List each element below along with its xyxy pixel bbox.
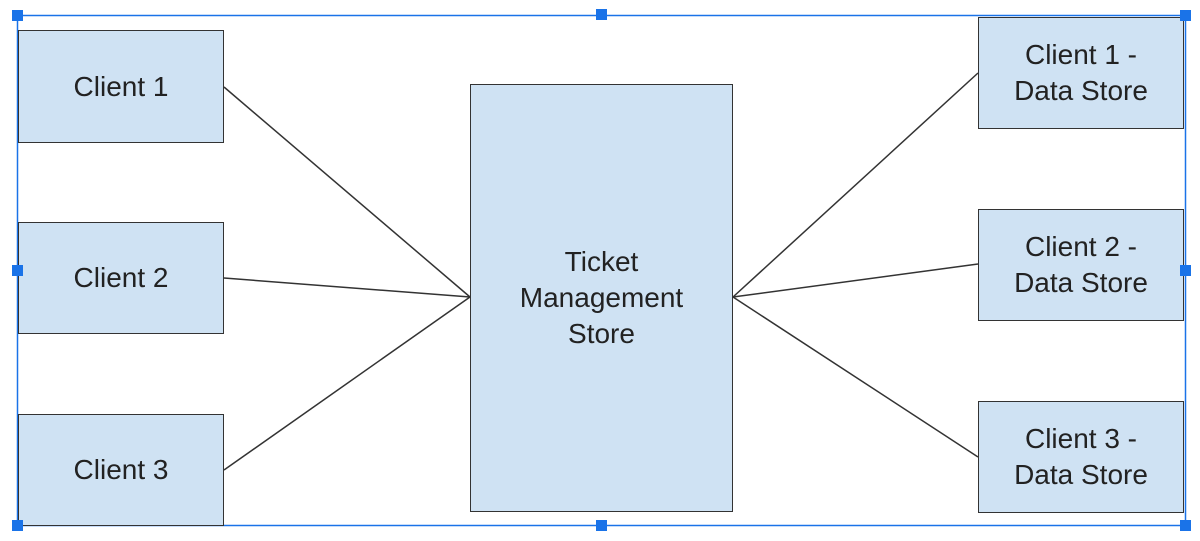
client-3-box[interactable]: Client 3 — [18, 414, 224, 526]
client-2-label: Client 2 — [73, 262, 169, 293]
client-3-data-store-box[interactable]: Client 3 - Data Store — [978, 401, 1184, 513]
resize-handle-top-center[interactable] — [596, 9, 607, 20]
client-2-data-store-box[interactable]: Client 2 - Data Store — [978, 209, 1184, 321]
ticket-management-store-label: Ticket Management Store — [519, 246, 684, 349]
connector-ticket-store-to-store-3 — [732, 296, 979, 458]
resize-handle-middle-right[interactable] — [1180, 265, 1191, 276]
resize-handle-top-left[interactable] — [12, 10, 23, 21]
connector-ticket-store-to-store-1 — [732, 72, 979, 298]
connector-client-3-to-ticket-store — [223, 296, 471, 471]
client-1-data-store-box[interactable]: Client 1 - Data Store — [978, 17, 1184, 129]
client-1-box[interactable]: Client 1 — [18, 30, 224, 143]
client-1-label: Client 1 — [73, 70, 169, 102]
resize-handle-bottom-left[interactable] — [12, 520, 23, 531]
connector-client-1-to-ticket-store — [223, 86, 471, 298]
resize-handle-bottom-right[interactable] — [1180, 520, 1191, 531]
ticket-management-store-box[interactable]: Ticket Management Store — [470, 84, 733, 512]
client-1-data-store-label: Client 1 - Data Store — [1014, 39, 1148, 106]
client-2-data-store-label: Client 2 - Data Store — [1014, 231, 1148, 298]
connector-client-2-to-ticket-store — [223, 277, 471, 298]
resize-handle-middle-left[interactable] — [12, 265, 23, 276]
client-3-label: Client 3 — [73, 454, 169, 485]
client-2-box[interactable]: Client 2 — [18, 222, 224, 334]
client-3-data-store-label: Client 3 - Data Store — [1014, 423, 1148, 490]
connector-ticket-store-to-store-2 — [732, 263, 979, 298]
resize-handle-top-right[interactable] — [1180, 10, 1191, 21]
resize-handle-bottom-center[interactable] — [596, 520, 607, 531]
